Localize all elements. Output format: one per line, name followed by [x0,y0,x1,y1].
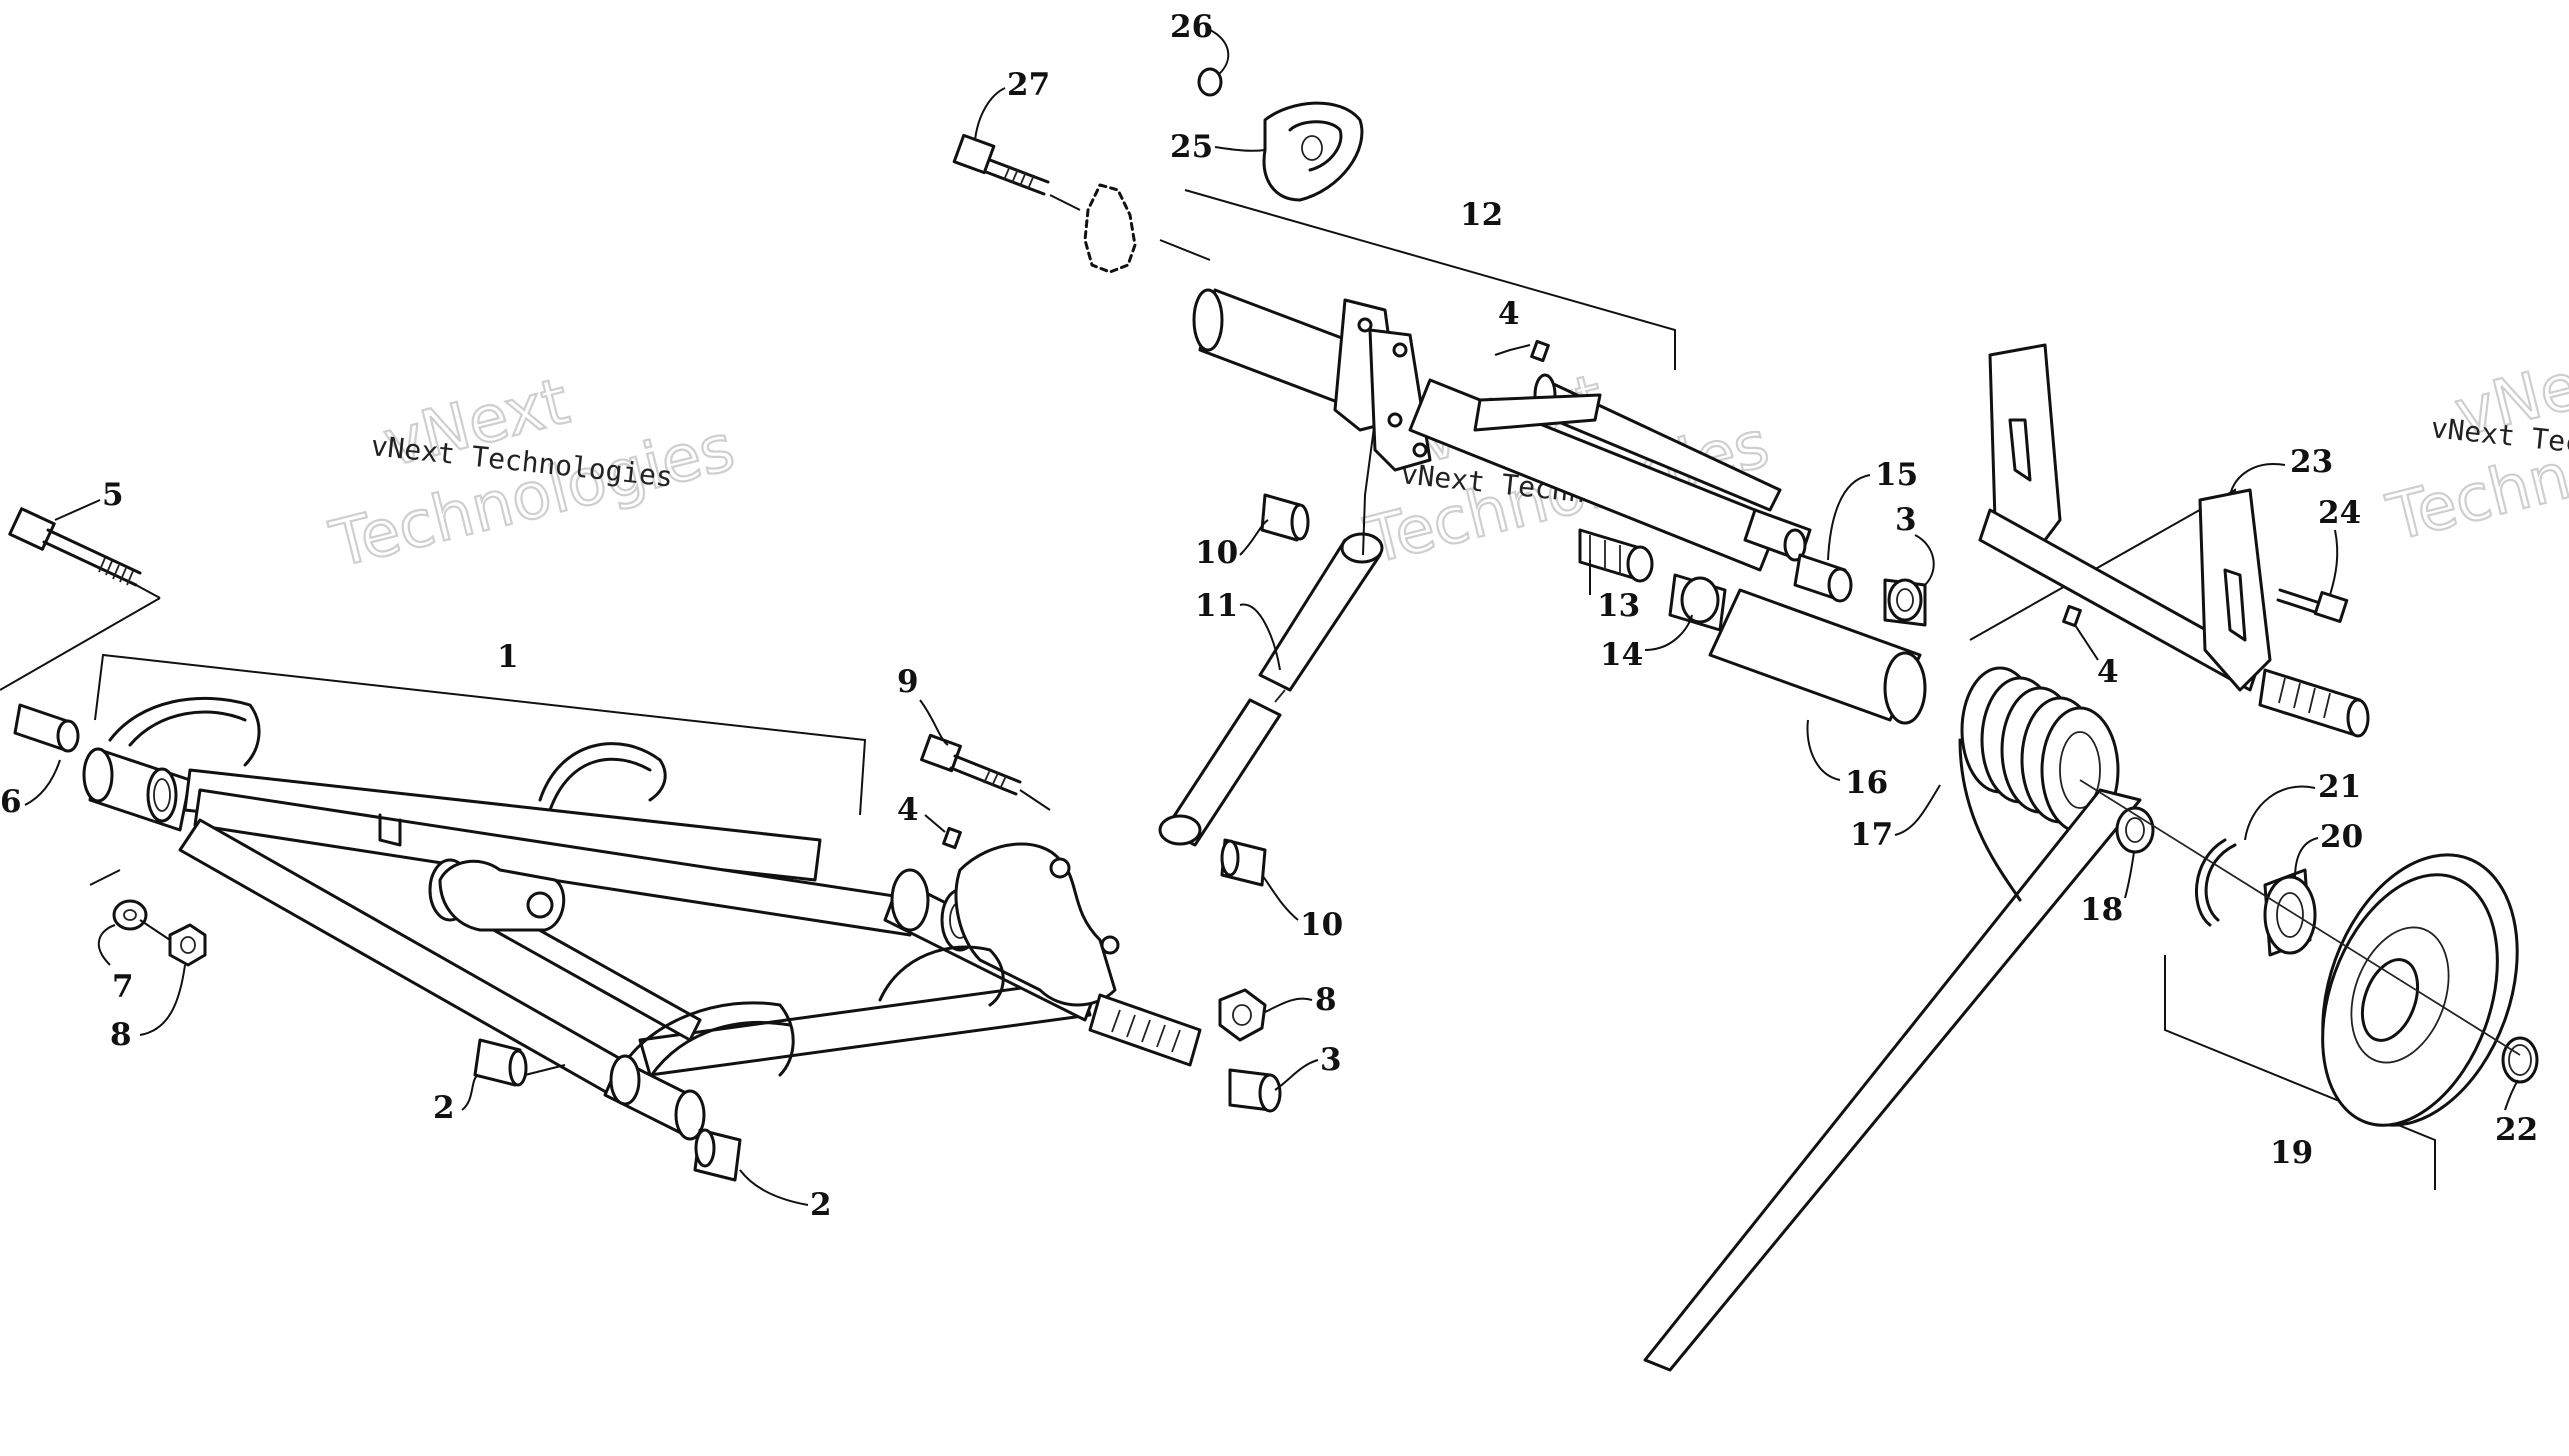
callout-7: 7 [112,969,134,1005]
center-axis-line [2079,779,2521,1056]
fitting-13 [1578,528,1654,595]
bumper-25 [1262,101,1364,202]
bracket-23 [1978,343,2370,738]
bushing-14 [1668,573,1727,632]
callout-5: 5 [102,477,124,513]
leader-7-8 [89,869,171,941]
callout-9: 9 [897,664,919,700]
callout-4c: 4 [2097,654,2119,690]
callout-2b: 2 [810,1187,832,1223]
bushing-3a [1228,1068,1282,1113]
bolt-24 [2276,588,2349,623]
callout-labels: 1 2 2 3 3 4 4 4 5 6 7 8 8 9 10 10 11 12 [0,9,2538,1223]
nut-8b [1218,988,1267,1042]
callout-13: 13 [1597,588,1640,624]
bushing-2a [473,1038,566,1087]
spacer-6 [13,703,80,753]
leader-11-12 [1362,419,1376,556]
callout-4a: 4 [1498,296,1520,332]
star-washer-27 [1083,183,1137,274]
callout-4b: 4 [897,792,919,828]
callout-8a: 8 [110,1017,132,1053]
callout-25: 25 [1170,129,1213,165]
snap-ring-21 [2195,838,2237,927]
nut-8a [168,923,207,967]
callout-3a: 3 [1320,1042,1342,1078]
bolt-9 [920,733,1051,811]
bolt-27 [952,133,1050,196]
callout-18: 18 [2080,892,2123,928]
bushing-10a [1260,493,1310,542]
callout-22: 22 [2495,1112,2538,1148]
callout-15: 15 [1875,457,1918,493]
idler-wheel-19 [2321,853,2519,1127]
callout-10b: 10 [1300,907,1343,943]
a-arm-frame-1 [82,696,1202,1141]
clip-26 [1197,67,1223,97]
callout-19: 19 [2270,1135,2313,1171]
set-screw-4a [942,826,962,850]
snap-ring-22 [2501,1036,2539,1084]
washer-7 [112,899,148,931]
callout-23: 23 [2290,444,2333,480]
bearing-20 [2263,868,2317,957]
upper-arm-12 [1192,288,1812,572]
bushing-15 [1793,553,1853,603]
callout-27: 27 [1007,67,1050,103]
callout-17: 17 [1850,817,1893,853]
bushing-2b [693,1128,742,1182]
bolt-5 [0,507,161,691]
set-screw-4b [1494,339,1550,363]
callout-2a: 2 [433,1090,455,1126]
callout-24: 24 [2318,495,2361,531]
bushing-10b [1220,838,1267,887]
callout-11: 11 [1195,588,1238,624]
callout-1: 1 [497,639,519,675]
callout-16: 16 [1845,765,1888,801]
bushing-3b [1883,578,1927,627]
shaft-11 [1158,532,1384,847]
tube-16 [1708,588,1927,725]
callout-10a: 10 [1195,535,1238,571]
callout-20: 20 [2320,819,2363,855]
callout-26: 26 [1170,9,1213,45]
torsion-spring-17 [1643,666,2142,1372]
callout-21: 21 [2318,769,2361,805]
set-screw-4c [2062,604,2082,628]
callout-6: 6 [0,784,22,820]
callout-3b: 3 [1895,502,1917,538]
callout-12: 12 [1460,197,1503,233]
callout-14: 14 [1600,637,1643,673]
callout-8b: 8 [1315,982,1337,1018]
leader-27-axis [1049,194,1211,261]
